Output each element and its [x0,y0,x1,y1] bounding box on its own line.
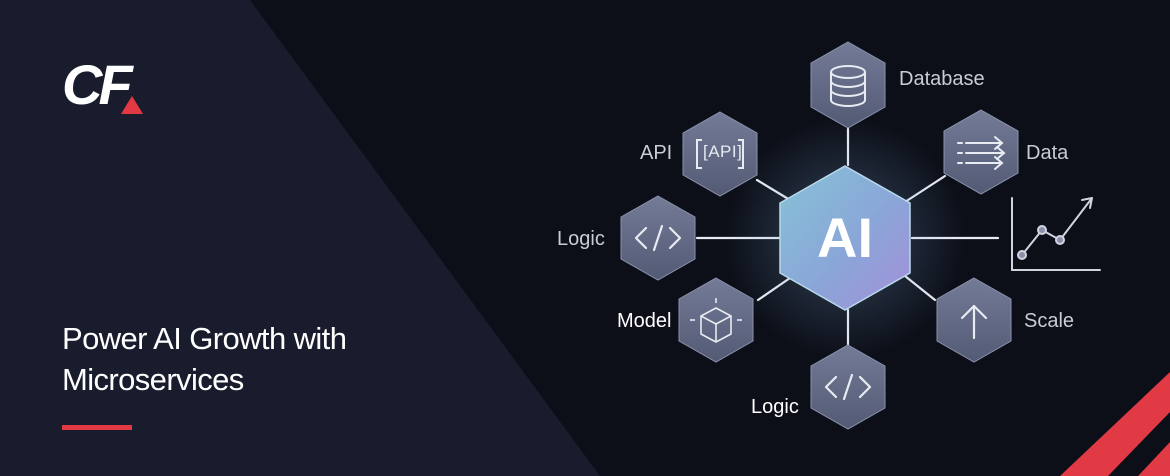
label-logic-left: Logic [557,228,605,250]
headline: Power AI Growth with Microservices [62,318,482,400]
code-brackets-icon [824,373,872,401]
headline-line-2: Microservices [62,362,244,397]
hex-node-api [682,111,758,197]
growth-chart-icon [1011,197,1101,271]
hex-node-logic-left [620,195,696,281]
label-database: Database [899,68,985,90]
headline-underline [62,425,132,430]
hex-node-model [678,277,754,363]
logo-text: CF [62,53,133,116]
cube-model-icon [690,298,742,343]
arrow-up-icon [960,304,988,340]
left-panel [0,0,600,476]
red-stripe-1 [1060,372,1170,476]
label-model: Model [617,310,672,332]
label-scale: Scale [1024,310,1075,332]
code-brackets-icon [634,224,682,252]
red-stripe-2 [1138,442,1170,476]
logo-triangle [121,96,143,114]
hex-node-logic-bottom [810,344,886,430]
brand-logo: CF [62,52,152,122]
ai-center-label: AI [817,206,873,269]
label-data: Data [1026,142,1069,164]
api-icon-text: [API] [703,142,743,161]
data-flow-arrows-icon [957,136,1006,170]
label-api: API [640,142,673,164]
label-logic-bottom: Logic [751,396,799,418]
api-brackets-icon [696,139,744,169]
ai-center-hex [779,165,911,311]
headline-line-1: Power AI Growth with [62,321,347,356]
hex-node-database [810,41,886,129]
hex-node-data [943,109,1019,195]
hex-node-scale [936,277,1012,363]
database-icon [830,65,866,107]
